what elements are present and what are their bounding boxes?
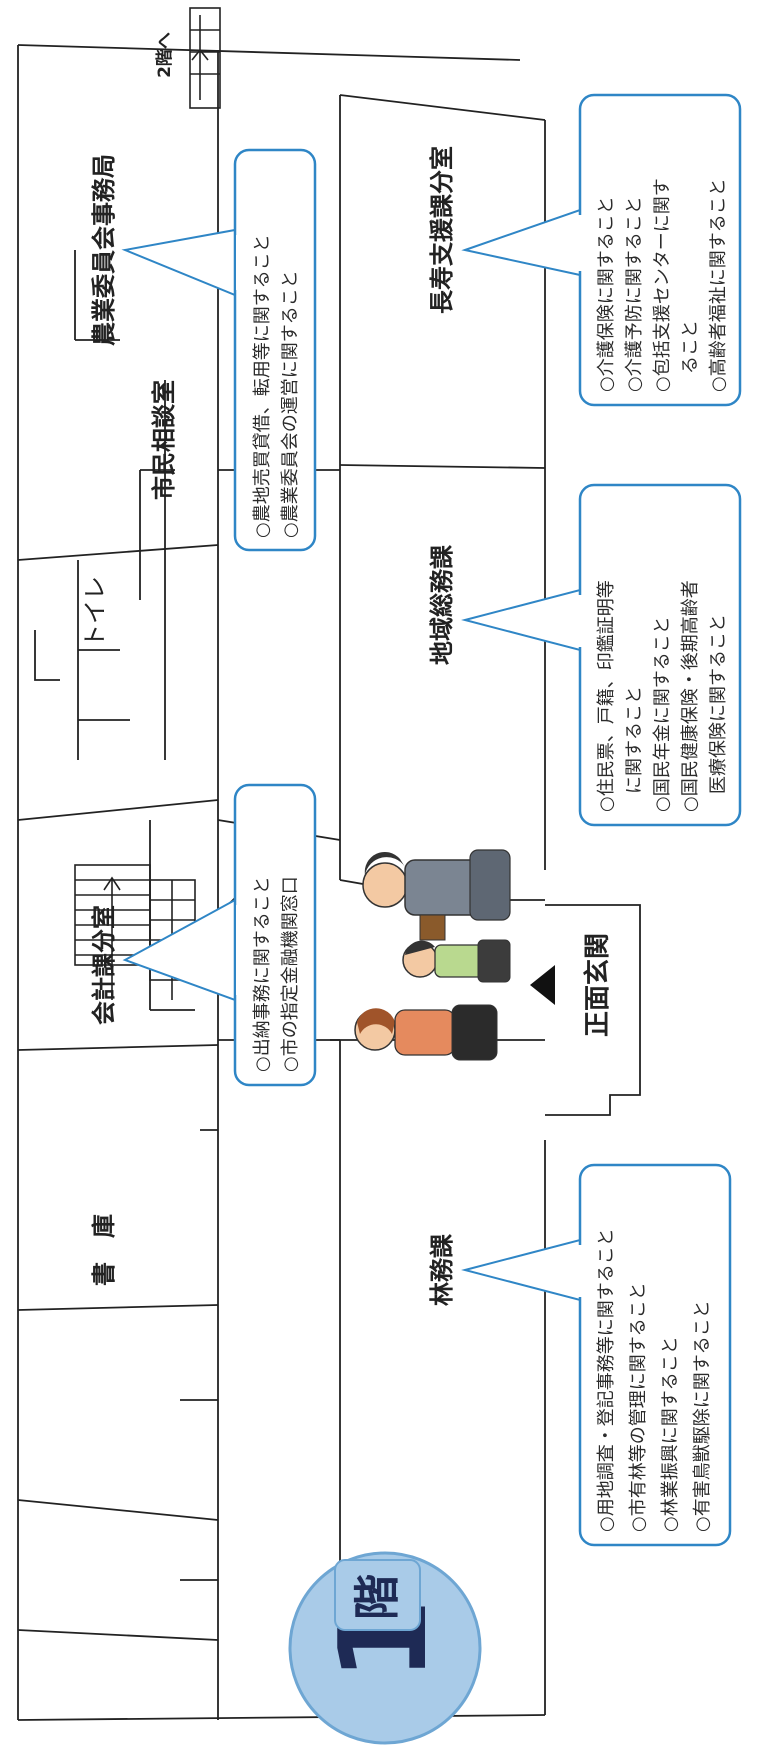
callout-choju-line-2: ○介護予防に関すること [624,196,645,392]
room-choju: 長寿支援課分室 [428,146,456,314]
people-illustration [354,849,511,1061]
callout-chiiki-line-2: に関すること [624,686,645,812]
entrance-arrow-icon [530,965,555,1005]
room-chiiki: 地域総務課 [428,544,456,665]
callout-chiiki-line-5: 医療保険に関すること [708,614,729,812]
callout-chiiki-line-3: ○国民年金に関すること [652,616,673,812]
stair-label-2: 2階へ [155,32,175,78]
callout-rimu: ○用地調査・登記事務等に関すること ○市有林等の管理に関すること ○林業振興に関… [461,1163,732,1547]
callout-choju-line-5: ○高齢者福祉に関すること [708,178,729,392]
callout-nogyo-line-1: ○農地売買貸借、転用等に関すること [252,234,273,538]
room-kaikei: 会計課分室 [90,905,118,1025]
callout-choju-line-3: ○包括支援センターに関す [652,178,673,392]
callout-nogyo: ○農地売買貸借、転用等に関すること ○農業委員会の運営に関すること [121,148,317,552]
stairs-2 [189,7,221,109]
floor-badge: 1 階 [288,1551,482,1745]
callout-rimu-line-1: ○用地調査・登記事務等に関すること [596,1228,617,1532]
callout-kaikei: ○出納事務に関すること ○市の指定金融機関窓口 [122,783,317,1087]
callout-kaikei-line-2: ○市の指定金融機関窓口 [280,876,301,1072]
room-nogyo: 農業委員会事務局 [90,154,118,346]
callout-chiiki-line-1: ○住民票、戸籍、印鑑証明等 [596,580,617,812]
callout-rimu-line-3: ○林業振興に関すること [660,1336,681,1532]
callout-rimu-line-2: ○市有林等の管理に関すること [628,1282,649,1532]
room-rimu: 林務課 [428,1233,456,1306]
callout-nogyo-line-2: ○農業委員会の運営に関すること [280,270,301,538]
room-toilet: トイレ [81,576,109,648]
room-genkan: 正面玄関 [582,933,613,1037]
callout-choju-line-1: ○介護保険に関すること [596,196,617,392]
callout-chiiki: ○住民票、戸籍、印鑑証明等 に関すること ○国民年金に関すること ○国民健康保険… [461,483,742,827]
room-shoko: 書 庫 [90,1214,118,1286]
room-shimin-sodan: 市民相談室 [150,380,178,500]
callout-rimu-line-4: ○有害鳥獣駆除に関すること [692,1300,713,1532]
callout-choju-line-4: ること [680,320,701,392]
floor-label: 階 [350,1574,404,1620]
callout-kaikei-line-1: ○出納事務に関すること [252,876,273,1072]
stairs-1 [74,864,196,1000]
callout-choju: ○介護保険に関すること ○介護予防に関すること ○包括支援センターに関す ること… [461,93,742,407]
callout-chiiki-line-4: ○国民健康保険・後期高齢者 [680,580,701,812]
